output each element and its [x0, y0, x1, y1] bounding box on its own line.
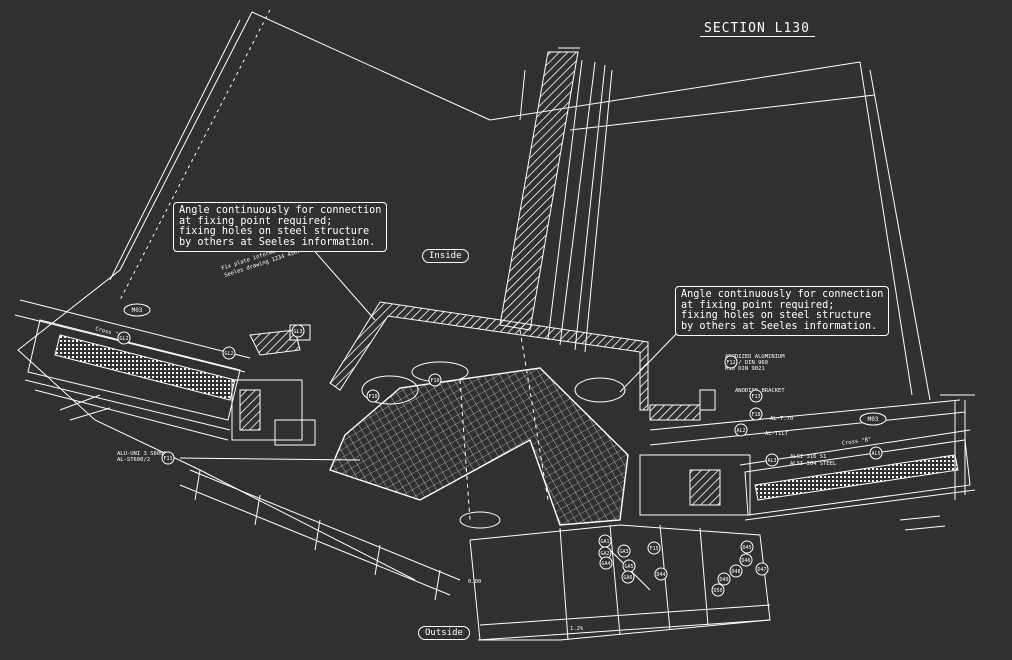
tag-label: D50 [713, 588, 722, 594]
label-outside: Outside [418, 626, 470, 640]
frame-hatched [329, 301, 649, 411]
tag-label: GL3 [293, 329, 302, 335]
tag-label: F13 [751, 394, 760, 400]
tag-label: F18 [751, 412, 760, 418]
tag-label: GA1 [600, 539, 609, 545]
svg-text:ALSI 304 STEEL: ALSI 304 STEEL [790, 461, 837, 467]
tag-m03-left [123, 303, 151, 317]
tag-label: GA2 [600, 551, 609, 557]
right-profile [639, 389, 976, 521]
tag-label: D46 [741, 558, 750, 564]
insulation-grid [329, 367, 629, 526]
tag-m03-right-label: M03 [868, 416, 879, 423]
tag-label: D48 [731, 569, 740, 575]
tag-label: GA5 [624, 564, 633, 570]
tag-m03-right [859, 412, 887, 426]
tag-label: D47 [757, 567, 766, 573]
svg-text:ANODIZED ALUMINIUM: ANODIZED ALUMINIUM [725, 354, 785, 360]
tag-label: F11 [163, 456, 172, 462]
tag-label: GL2 [224, 351, 233, 357]
tag-label: F10 [430, 378, 439, 384]
tag-label: AL5 [871, 451, 880, 457]
svg-text:0.00: 0.00 [468, 579, 481, 585]
tag-label: GA6 [623, 575, 632, 581]
outline-upper-left [17, 11, 416, 581]
note-right: Angle continuously for connection at fix… [675, 286, 890, 337]
label-inside: Inside [422, 249, 469, 263]
svg-text:AL-T.70: AL-T.70 [770, 416, 793, 422]
tag-label: GA3 [619, 549, 628, 555]
tag-label: D49 [719, 577, 728, 583]
tag-label: AL3 [767, 458, 776, 464]
tag-label: D45 [742, 545, 751, 551]
tag-label: GA4 [601, 561, 610, 567]
svg-text:ALU-UNI 3 S0000: ALU-UNI 3 S0000 [117, 451, 167, 457]
left-profile [14, 299, 316, 446]
tag-label: AL2 [736, 428, 745, 434]
svg-text:AL-TILT: AL-TILT [765, 431, 789, 437]
section-title-underline [700, 36, 815, 37]
svg-text:1.2%: 1.2% [570, 626, 584, 632]
svg-text:M10 / DIN 960: M10 / DIN 960 [725, 360, 768, 366]
tag-label: D44 [656, 572, 665, 578]
tag-label: F12 [726, 360, 735, 366]
svg-text:ANODISE BRACKET: ANODISE BRACKET [735, 388, 785, 394]
tag-label: F15 [649, 546, 658, 552]
svg-text:AL-ST600/2: AL-ST600/2 [117, 457, 150, 463]
svg-text:ALSI 316 S1: ALSI 316 S1 [790, 454, 826, 460]
tag-label: GL2 [119, 336, 128, 342]
section-title: SECTION L130 [704, 21, 810, 36]
svg-text:Cross "B": Cross "B" [841, 437, 871, 447]
note-left: Angle continuously for connection at fix… [173, 202, 388, 253]
tag-m03-left-label: M03 [132, 307, 143, 314]
svg-text:M10 DIN 9021: M10 DIN 9021 [725, 366, 765, 372]
tag-label: F10 [368, 394, 377, 400]
